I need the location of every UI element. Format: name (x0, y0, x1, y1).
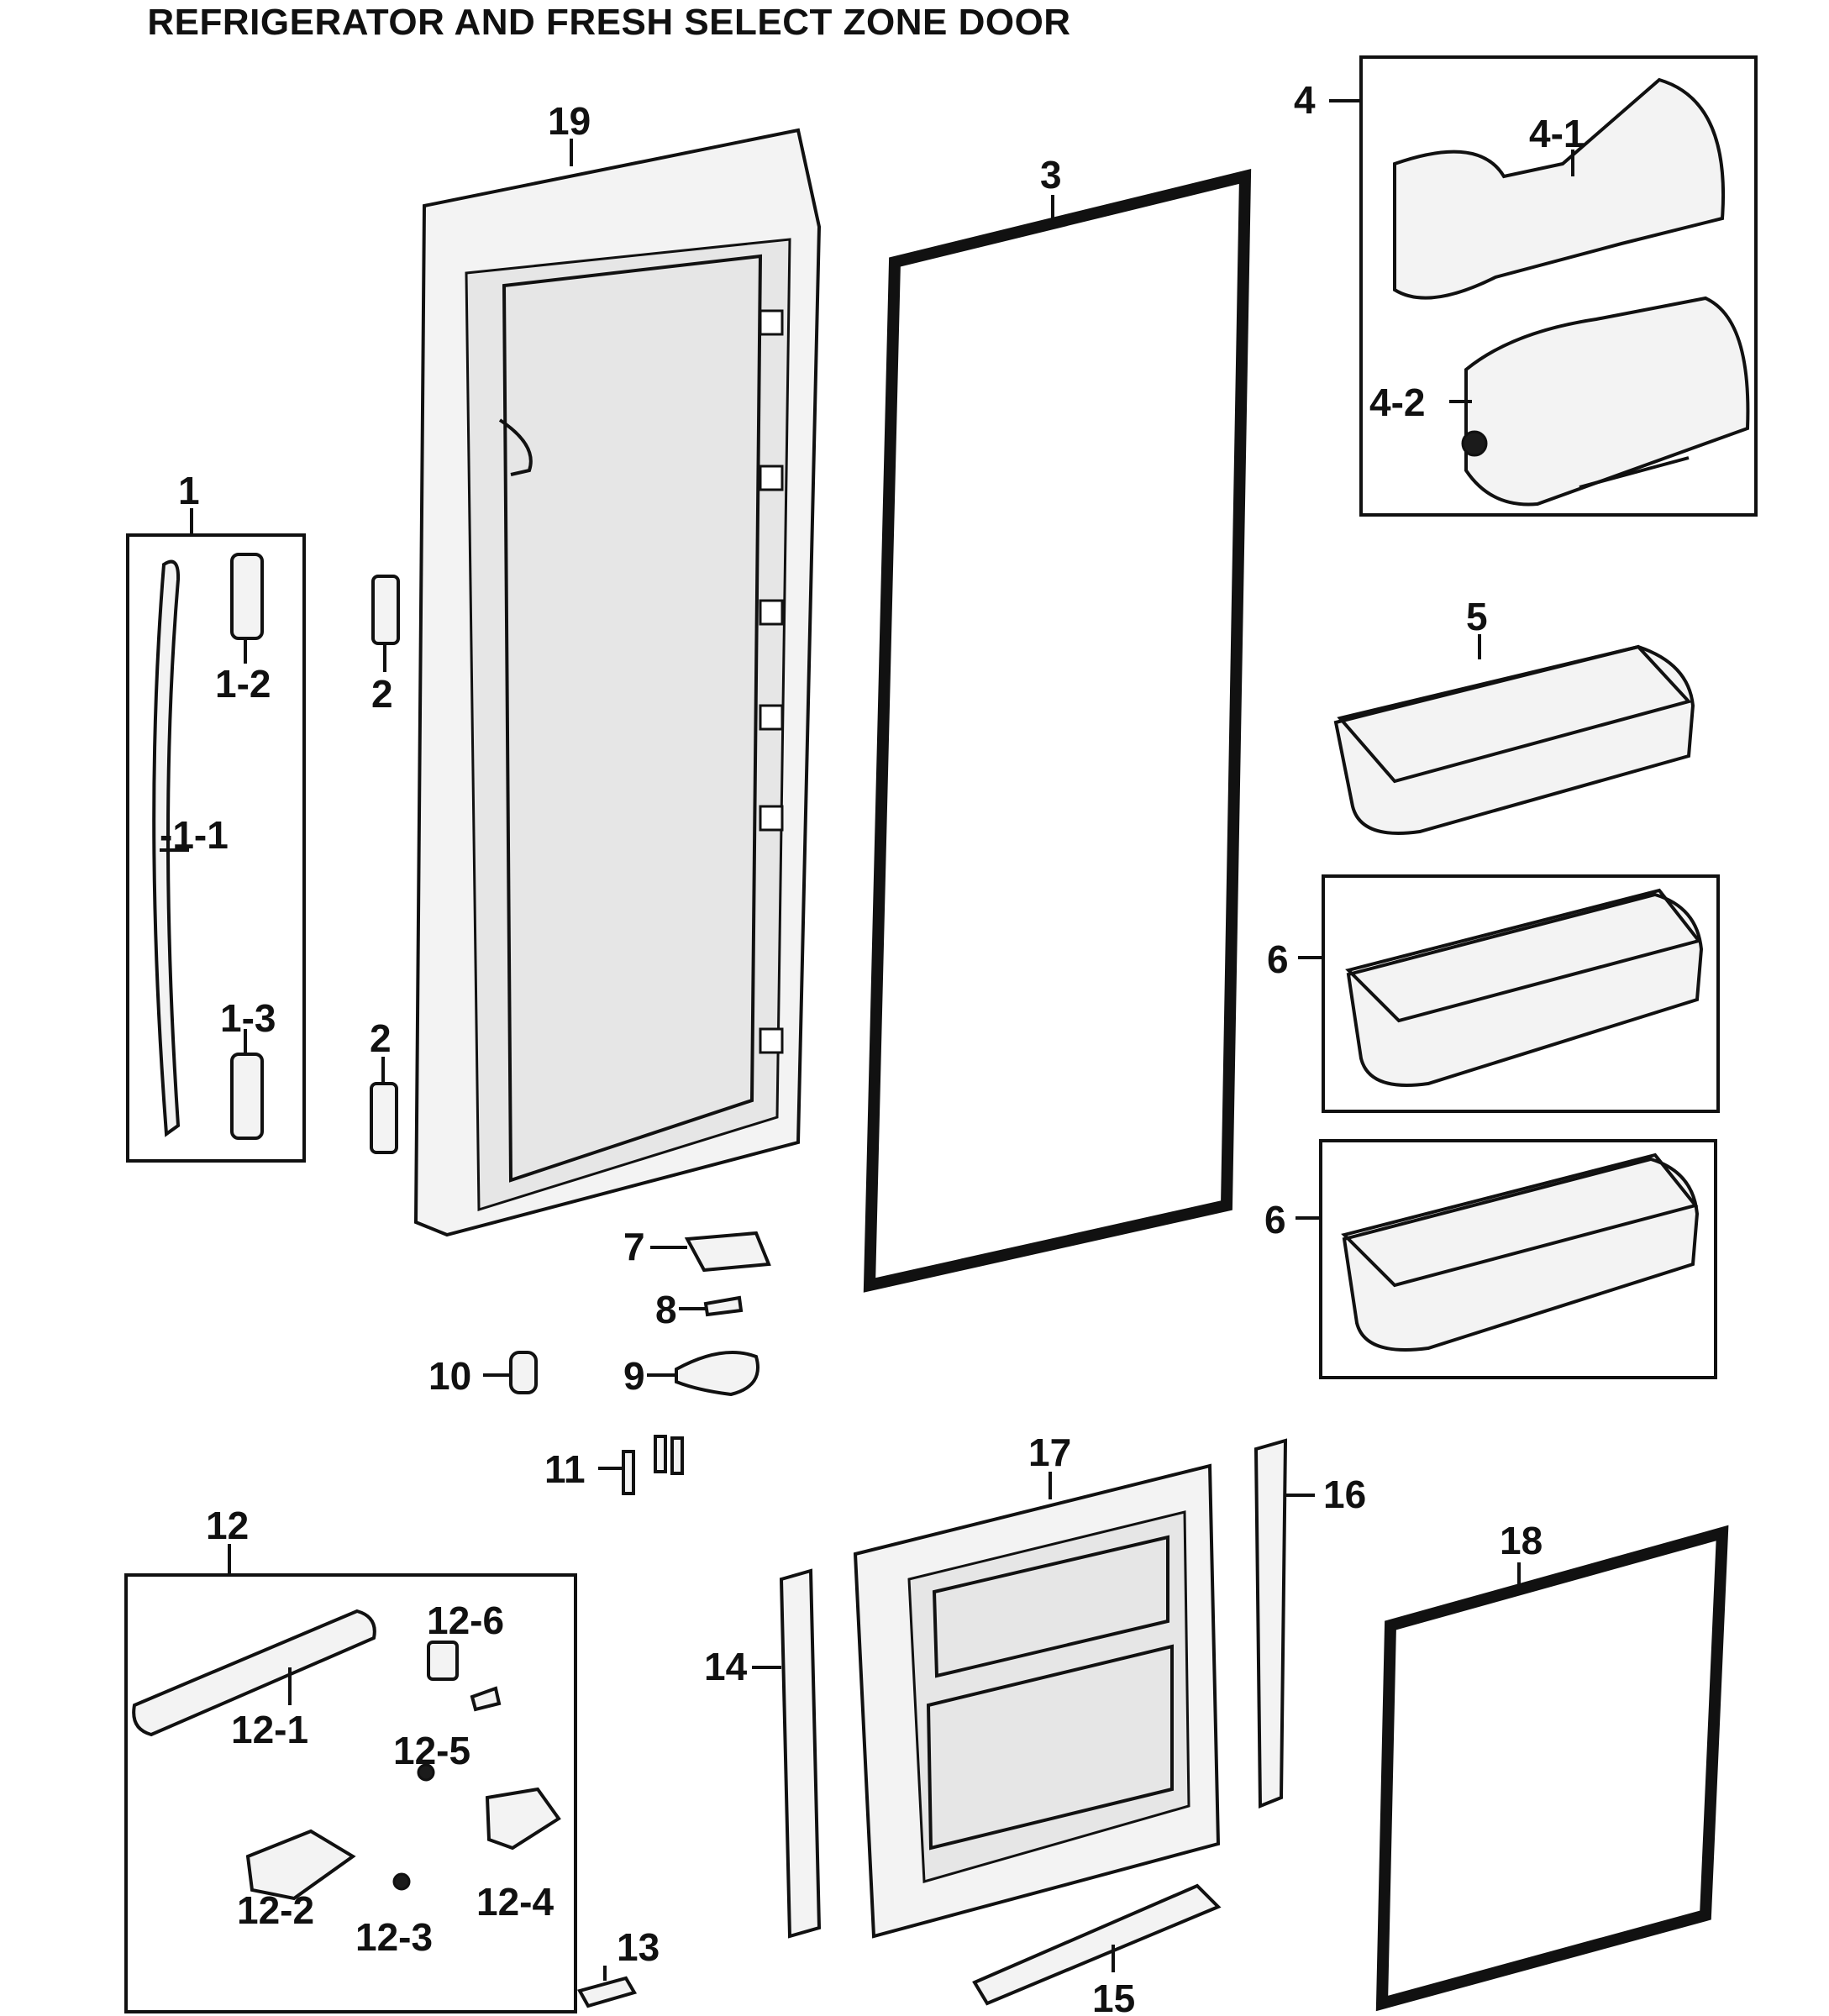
part-12-5-screw (417, 1763, 435, 1782)
part-2-caps (370, 575, 400, 1154)
part-8-shim (703, 1295, 744, 1317)
part-18-gasket-outline (1375, 1525, 1729, 2012)
part-6-door-bin-upper (1298, 874, 1720, 1113)
label-1-3: 1-3 (220, 996, 276, 1040)
part-12-6-end-cap (427, 1641, 459, 1681)
label-10: 10 (428, 1354, 471, 1398)
parts-7-to-11-hardware (483, 1231, 771, 1495)
label-12-2: 12-2 (237, 1888, 314, 1932)
part-1-handle-group (126, 508, 306, 1163)
label-12-6: 12-6 (427, 1599, 504, 1642)
label-2-upper: 2 (371, 672, 393, 716)
part-5-door-bin (1333, 634, 1695, 835)
label-13: 13 (617, 1925, 660, 1969)
label-4-2: 4-2 (1369, 381, 1425, 424)
part-5-bin-body (1333, 644, 1695, 835)
part-12-3-screw (392, 1872, 411, 1891)
label-6-lower: 6 (1264, 1198, 1286, 1242)
part-6-door-bin-lower (1296, 1139, 1717, 1379)
part-12-6-screw (470, 1686, 502, 1712)
label-9: 9 (623, 1354, 645, 1398)
part-3-gasket (863, 169, 1252, 1293)
label-16: 16 (1323, 1473, 1366, 1516)
diagram-title: REFRIGERATOR AND FRESH SELECT ZONE DOOR (147, 2, 1071, 43)
label-8: 8 (655, 1288, 677, 1331)
part-19-door-inner (465, 238, 791, 1212)
part-12-box (124, 1573, 577, 2013)
part-10-pin (509, 1351, 538, 1394)
label-1-2: 1-2 (215, 662, 271, 706)
part-13-clip (577, 1976, 638, 2008)
part-9-hinge-bracket (675, 1351, 759, 1397)
part-19-door-liner (502, 254, 763, 1183)
label-12-3: 12-3 (355, 1915, 433, 1959)
part-6-lower-box (1319, 1139, 1717, 1379)
label-12-1: 12-1 (231, 1708, 308, 1751)
part-16-trim (1253, 1438, 1288, 1809)
part-4-box (1359, 55, 1758, 517)
label-15: 15 (1092, 1977, 1135, 2016)
part-12-handle-group (124, 1544, 577, 2013)
label-11: 11 (544, 1447, 586, 1491)
part-1-box (126, 533, 306, 1163)
part-2-upper (371, 575, 400, 645)
part-12-2-bracket (245, 1829, 356, 1901)
label-5: 5 (1466, 595, 1488, 638)
part-14-trim (779, 1568, 822, 1939)
label-1-1: -1-1 (160, 813, 229, 857)
callout-labels: 1 -1-1 1-2 1-3 2 2 3 4 4-1 4-2 5 6 6 7 8… (160, 78, 1585, 2016)
part-1-2-cap (230, 553, 264, 640)
part-18-drawer-gasket (1375, 1525, 1729, 2012)
part-4-group (1329, 55, 1758, 517)
label-17: 17 (1028, 1431, 1071, 1474)
label-14: 14 (704, 1645, 748, 1688)
label-12-5: 12-5 (393, 1729, 470, 1772)
part-12-1-handle-tube (132, 1609, 376, 1737)
label-1: 1 (178, 469, 200, 512)
label-4-1: 4-1 (1529, 112, 1585, 155)
part-3-gasket-outline (863, 169, 1252, 1293)
part-4-2-dairy-bin (1464, 296, 1750, 507)
part-2-lower (370, 1082, 398, 1154)
label-18: 18 (1500, 1519, 1543, 1562)
label-12-4: 12-4 (476, 1880, 554, 1924)
label-12: 12 (206, 1504, 249, 1547)
part-15-trim (972, 1883, 1222, 2006)
part-1-1-handle-bar (152, 559, 181, 1137)
part-17-drawer-door (853, 1463, 1221, 1939)
label-4: 4 (1294, 78, 1316, 122)
parts-13-to-16-trims (577, 1438, 1315, 2008)
part-7-hinge-plate (684, 1231, 771, 1273)
label-3: 3 (1040, 153, 1062, 197)
label-2-lower: 2 (370, 1016, 392, 1060)
label-6-upper: 6 (1267, 937, 1289, 981)
label-7: 7 (623, 1225, 645, 1268)
part-11-screws (622, 1435, 684, 1495)
part-12-4-bracket (485, 1787, 561, 1851)
part-6-upper-box (1322, 874, 1720, 1113)
part-19-door (413, 128, 822, 1237)
part-4-1-dairy-cover (1393, 77, 1725, 300)
label-19: 19 (548, 99, 591, 143)
part-1-3-cap (230, 1053, 264, 1140)
